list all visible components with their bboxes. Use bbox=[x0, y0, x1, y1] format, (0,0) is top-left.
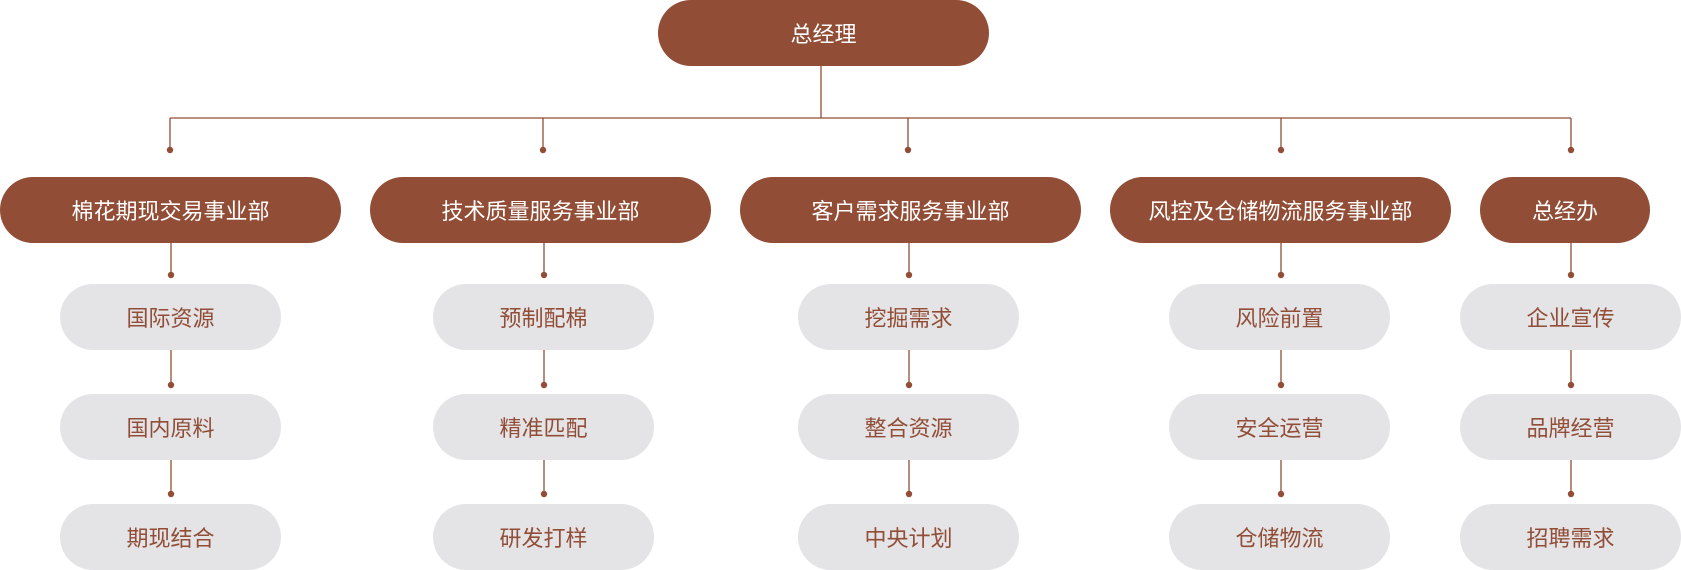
dept-label: 技术质量服务事业部 bbox=[441, 200, 640, 225]
dept-drop-dot bbox=[166, 146, 174, 154]
dept-node-general-office: 总经办 bbox=[1480, 177, 1650, 243]
sub-label: 仓储物流 bbox=[1235, 527, 1324, 552]
sub-link-dot bbox=[1567, 271, 1575, 279]
root-label: 总经理 bbox=[790, 23, 857, 48]
sub-node: 招聘需求 bbox=[1460, 504, 1681, 570]
sub-link-dot bbox=[905, 490, 913, 498]
dept-node-tech-quality: 技术质量服务事业部 bbox=[370, 177, 711, 243]
dept-drop-dot bbox=[539, 146, 547, 154]
sub-node: 仓储物流 bbox=[1169, 504, 1390, 570]
sub-node: 预制配棉 bbox=[433, 284, 654, 350]
sub-link-dot bbox=[540, 490, 548, 498]
dept-label: 棉花期现交易事业部 bbox=[71, 200, 270, 225]
sub-link-dot bbox=[905, 271, 913, 279]
sub-link-dot bbox=[1277, 490, 1285, 498]
sub-link-dot bbox=[905, 381, 913, 389]
sub-node: 风险前置 bbox=[1169, 284, 1390, 350]
dept-node-customer-demand: 客户需求服务事业部 bbox=[740, 177, 1081, 243]
sub-label: 国内原料 bbox=[126, 417, 215, 442]
sub-link-dot bbox=[540, 271, 548, 279]
sub-link-dot bbox=[1277, 271, 1285, 279]
sub-node: 品牌经营 bbox=[1460, 394, 1681, 460]
dept-node-risk-logistics: 风控及仓储物流服务事业部 bbox=[1110, 177, 1451, 243]
sub-node: 中央计划 bbox=[798, 504, 1019, 570]
sub-label: 国际资源 bbox=[126, 307, 215, 332]
sub-label: 预制配棉 bbox=[499, 307, 588, 332]
sub-node: 精准匹配 bbox=[433, 394, 654, 460]
sub-link-dot bbox=[167, 271, 175, 279]
sub-label: 招聘需求 bbox=[1526, 527, 1615, 552]
dept-drop-dot bbox=[1277, 146, 1285, 154]
sub-label: 整合资源 bbox=[864, 417, 953, 442]
sub-node: 挖掘需求 bbox=[798, 284, 1019, 350]
sub-label: 品牌经营 bbox=[1526, 417, 1615, 442]
sub-label: 期现结合 bbox=[126, 527, 215, 552]
sub-link-dot bbox=[1277, 381, 1285, 389]
sub-label: 企业宣传 bbox=[1526, 307, 1615, 332]
sub-link-dot bbox=[167, 381, 175, 389]
dept-label: 总经办 bbox=[1531, 200, 1598, 225]
sub-node: 研发打样 bbox=[433, 504, 654, 570]
sub-label: 中央计划 bbox=[864, 527, 953, 552]
sub-label: 风险前置 bbox=[1235, 307, 1324, 332]
dept-drop-dot bbox=[904, 146, 912, 154]
sub-link-dot bbox=[1567, 490, 1575, 498]
sub-label: 安全运营 bbox=[1235, 417, 1324, 442]
sub-node: 国内原料 bbox=[60, 394, 281, 460]
sub-node: 国际资源 bbox=[60, 284, 281, 350]
sub-link-dot bbox=[1567, 381, 1575, 389]
sub-link-dot bbox=[540, 381, 548, 389]
dept-drop-dot bbox=[1567, 146, 1575, 154]
dept-node-cotton-trading: 棉花期现交易事业部 bbox=[0, 177, 341, 243]
dept-label: 客户需求服务事业部 bbox=[811, 200, 1010, 225]
sub-label: 挖掘需求 bbox=[864, 307, 953, 332]
sub-node: 企业宣传 bbox=[1460, 284, 1681, 350]
dept-label: 风控及仓储物流服务事业部 bbox=[1148, 200, 1413, 225]
sub-label: 精准匹配 bbox=[499, 417, 588, 442]
root-node: 总经理 bbox=[658, 0, 989, 66]
sub-node: 期现结合 bbox=[60, 504, 281, 570]
sub-node: 安全运营 bbox=[1169, 394, 1390, 460]
sub-label: 研发打样 bbox=[499, 527, 588, 552]
sub-node: 整合资源 bbox=[798, 394, 1019, 460]
sub-link-dot bbox=[167, 490, 175, 498]
